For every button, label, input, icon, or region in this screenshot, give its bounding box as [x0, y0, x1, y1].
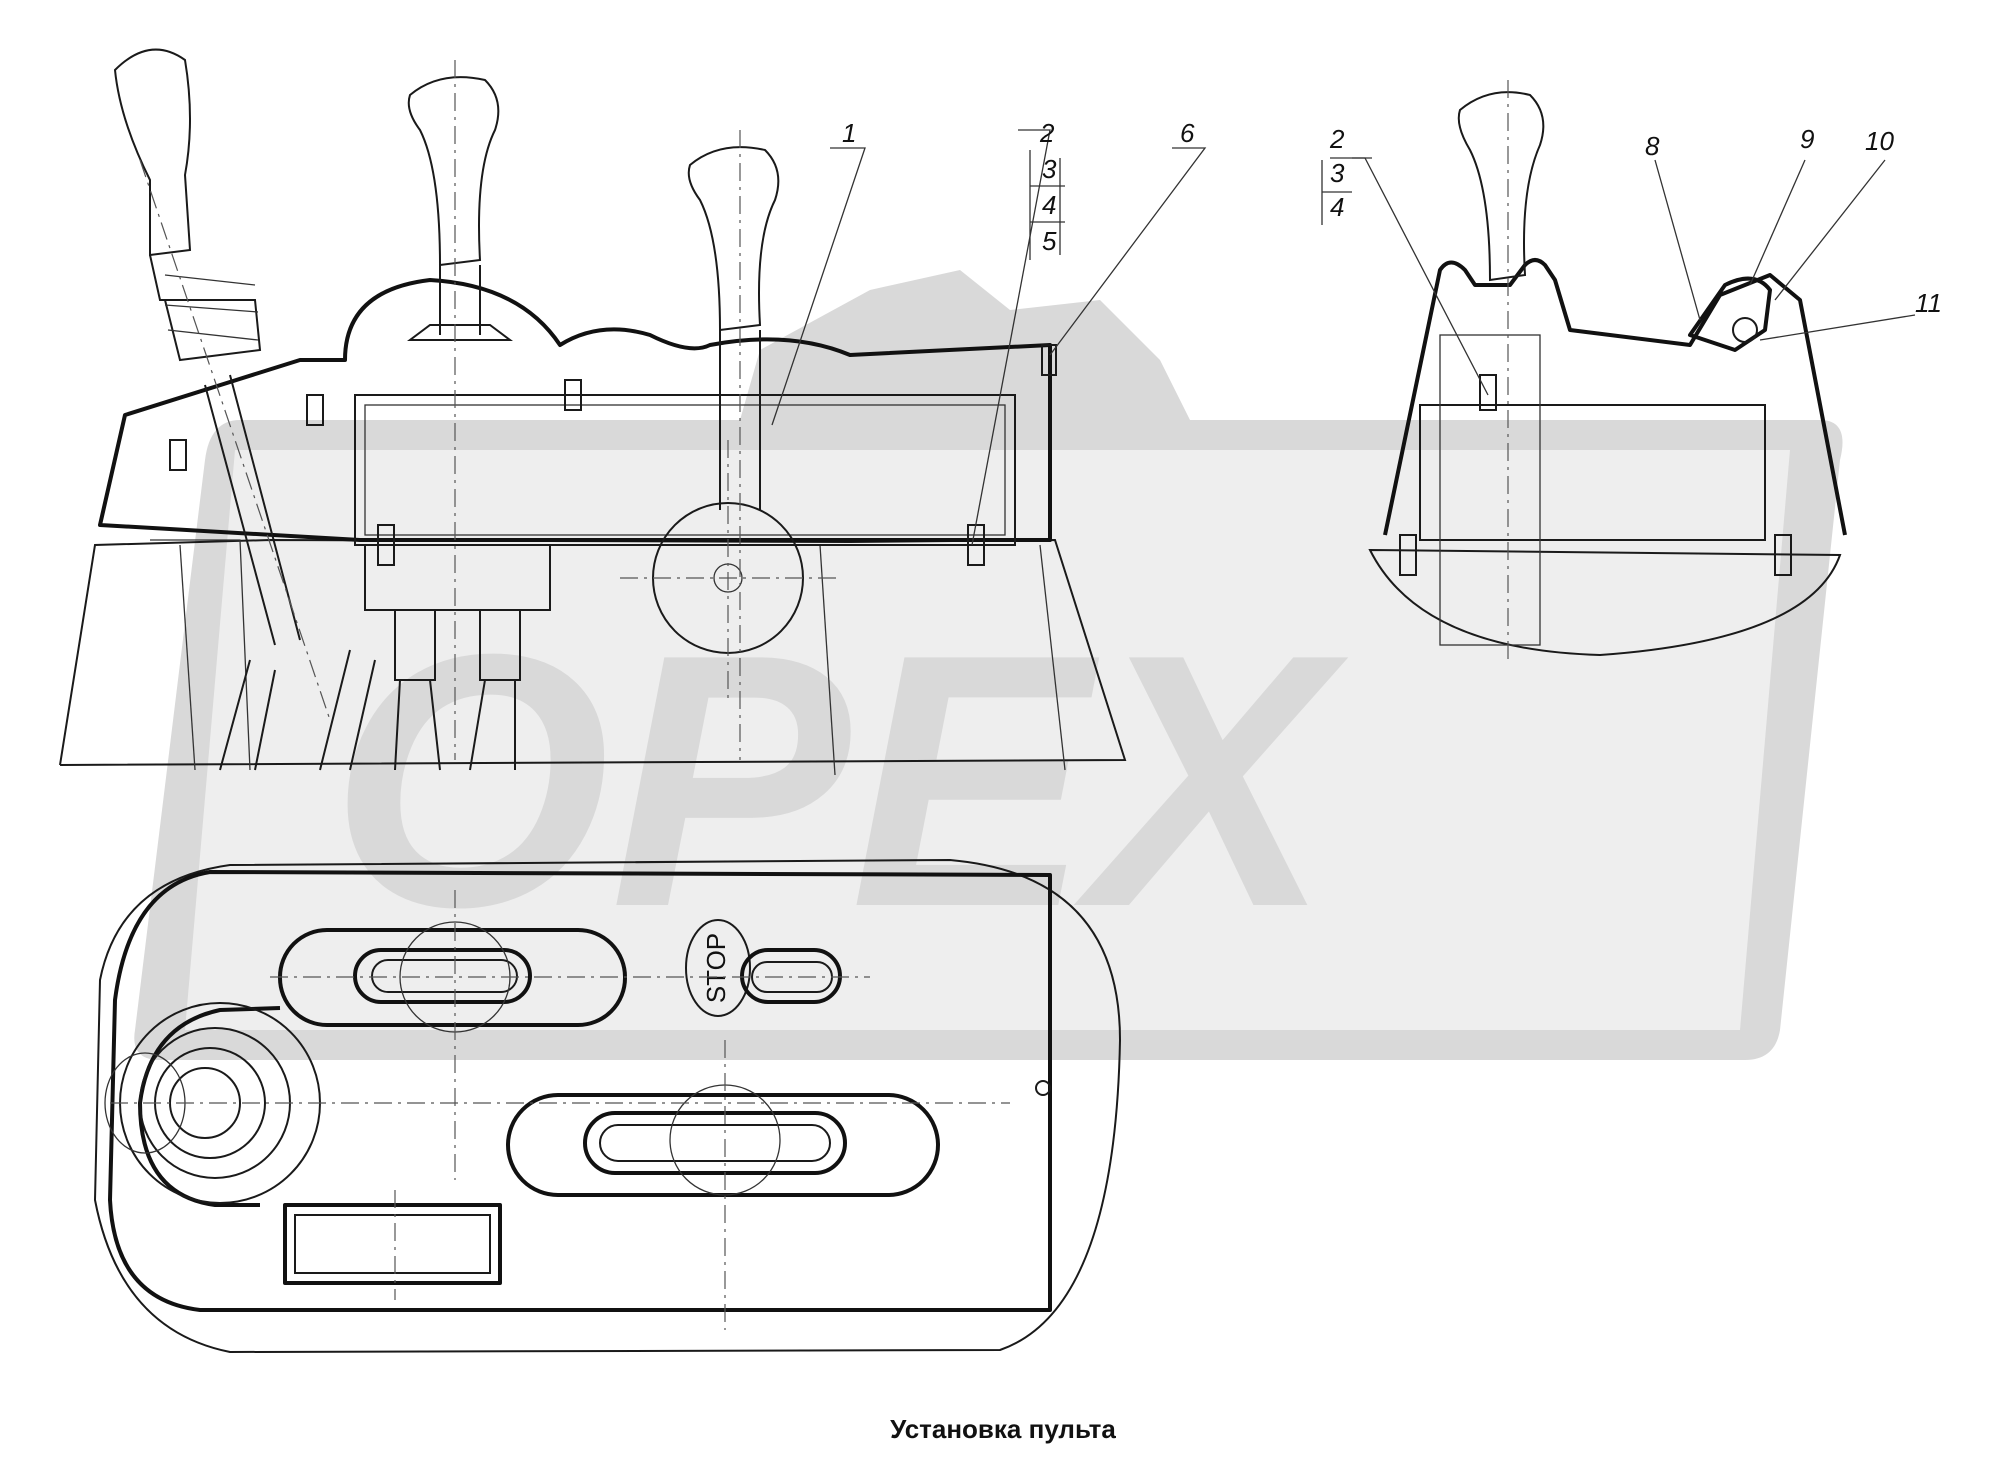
- lever-center: [407, 60, 513, 760]
- stop-button: STOP: [685, 919, 751, 1017]
- callout-group-b-0: 2: [1329, 124, 1345, 154]
- callout-group-a-2: 4: [1042, 190, 1056, 220]
- callout-group-b-2: 4: [1330, 192, 1344, 222]
- slot-bottom: [506, 1084, 940, 1197]
- hose: [394, 679, 441, 771]
- top-view-outer: [93, 858, 1122, 1354]
- stop-label: STOP: [701, 933, 731, 1003]
- callout-1: 1: [842, 118, 856, 148]
- warning-lamp: [1688, 276, 1772, 352]
- side-view-right: [1368, 80, 1847, 660]
- callout-6: 6: [1180, 118, 1195, 148]
- leader-lines: [771, 129, 1916, 546]
- callouts: 1 2 3 4 5 6 2 3 4 8 9 10 11: [842, 118, 1942, 318]
- nameplate: [283, 1203, 502, 1285]
- watermark-text: OPEX: [330, 580, 1349, 982]
- caption: Установка пульта: [890, 1414, 1116, 1444]
- callout-group-a-3: 5: [1042, 226, 1057, 256]
- watermark: OPEX: [134, 270, 1843, 1060]
- hose: [469, 679, 516, 771]
- lever-right: [687, 130, 780, 760]
- cover-panel: [354, 394, 1016, 546]
- valve-block: [364, 544, 551, 611]
- top-view: STOP: [93, 858, 1122, 1354]
- watermark-band-inner: [185, 450, 1790, 1030]
- section-cover: [1383, 258, 1847, 536]
- callout-group-b-1: 3: [1330, 158, 1345, 188]
- callout-group-a-1: 3: [1042, 154, 1057, 184]
- lever-joystick: [113, 48, 331, 721]
- callout-10: 10: [1865, 126, 1894, 156]
- section-frame: [1419, 404, 1766, 541]
- callout-11: 11: [1915, 288, 1942, 318]
- callout-group-a-0: 2: [1039, 118, 1055, 148]
- callout-8: 8: [1645, 131, 1660, 161]
- screw: [1035, 1080, 1051, 1096]
- top-view-panel: [108, 870, 1052, 1312]
- side-view-left: [59, 48, 1127, 776]
- console-cover: [98, 278, 1052, 542]
- callout-9: 9: [1800, 124, 1814, 154]
